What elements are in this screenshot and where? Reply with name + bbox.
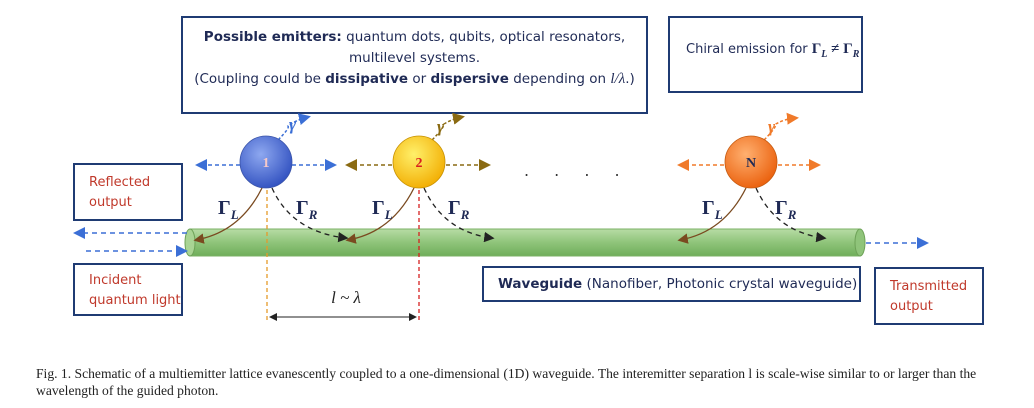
transmitted-line1: Transmitted — [890, 279, 968, 294]
ellipsis-dots: . . . . — [524, 161, 630, 180]
emitter-2-gamma: γ — [437, 117, 445, 136]
reflected-line2: output — [89, 195, 132, 210]
waveguide-types: (Nanofiber, Photonic crystal waveguide) — [582, 276, 858, 292]
incident-line1: Incident — [89, 273, 142, 288]
transmitted-output-box: Transmitted output — [874, 267, 984, 325]
coupling-dispersive: dispersive — [430, 71, 509, 87]
reflected-output-box: Reflected output — [73, 163, 183, 221]
emitter-2: 2 γ ΓL ΓR — [345, 112, 495, 244]
emitters-heading: Possible emitters: — [203, 29, 342, 45]
emitters-list-cont: multilevel systems. — [348, 50, 481, 66]
coupling-ratio: l/λ — [610, 71, 626, 87]
reflected-line1: Reflected — [89, 175, 151, 190]
incident-line2: quantum light — [89, 293, 181, 308]
emitter-2-gamma-L: ΓL — [372, 197, 393, 222]
emitters-info-box: Possible emitters: quantum dots, qubits,… — [181, 16, 648, 114]
emitter-1-gamma: γ — [289, 115, 297, 134]
emitter-2-gamma-R: ΓR — [448, 197, 470, 222]
chiral-condition: ΓL ≠ ΓR — [811, 41, 860, 60]
emitter-1: 1 γ ΓL ΓR — [193, 113, 349, 244]
emitter-N-gamma: γ — [768, 117, 776, 136]
coupling-text-or: or — [408, 71, 431, 87]
waveguide-title: Waveguide — [498, 276, 583, 292]
waveguide-fiber — [184, 228, 866, 257]
separation-label: l ~ λ — [331, 288, 361, 307]
waveguide-diagram: l ~ λ 1 γ ΓL ΓR 2 γ ΓL ΓR . . . . N γ — [73, 112, 929, 321]
transmitted-line2: output — [890, 299, 933, 314]
emitter-N: N γ ΓL ΓR — [677, 112, 827, 244]
figure-caption: Fig. 1. Schematic of a multiemitter latt… — [36, 366, 977, 398]
coupling-text-end: .) — [625, 71, 635, 87]
emitter-2-label: 2 — [416, 156, 423, 171]
chiral-text: Chiral emission for — [686, 42, 812, 57]
emitter-1-label: 1 — [263, 156, 270, 171]
emitter-N-gamma-L: ΓL — [702, 197, 723, 222]
emitter-N-gamma-R: ΓR — [775, 197, 797, 222]
chiral-box: Chiral emission for ΓL ≠ ΓR — [668, 16, 863, 93]
emitters-list: quantum dots, qubits, optical resonators… — [341, 29, 626, 45]
emitter-1-gamma-L: ΓL — [218, 197, 239, 222]
incident-light-box: Incident quantum light — [73, 263, 183, 316]
coupling-text-post: depending on — [508, 71, 611, 87]
coupling-dissipative: dissipative — [325, 71, 409, 87]
coupling-text-pre: (Coupling could be — [194, 71, 326, 87]
emitter-1-gamma-R: ΓR — [296, 197, 318, 222]
emitter-N-label: N — [746, 156, 756, 171]
waveguide-box: Waveguide (Nanofiber, Photonic crystal w… — [482, 266, 861, 302]
